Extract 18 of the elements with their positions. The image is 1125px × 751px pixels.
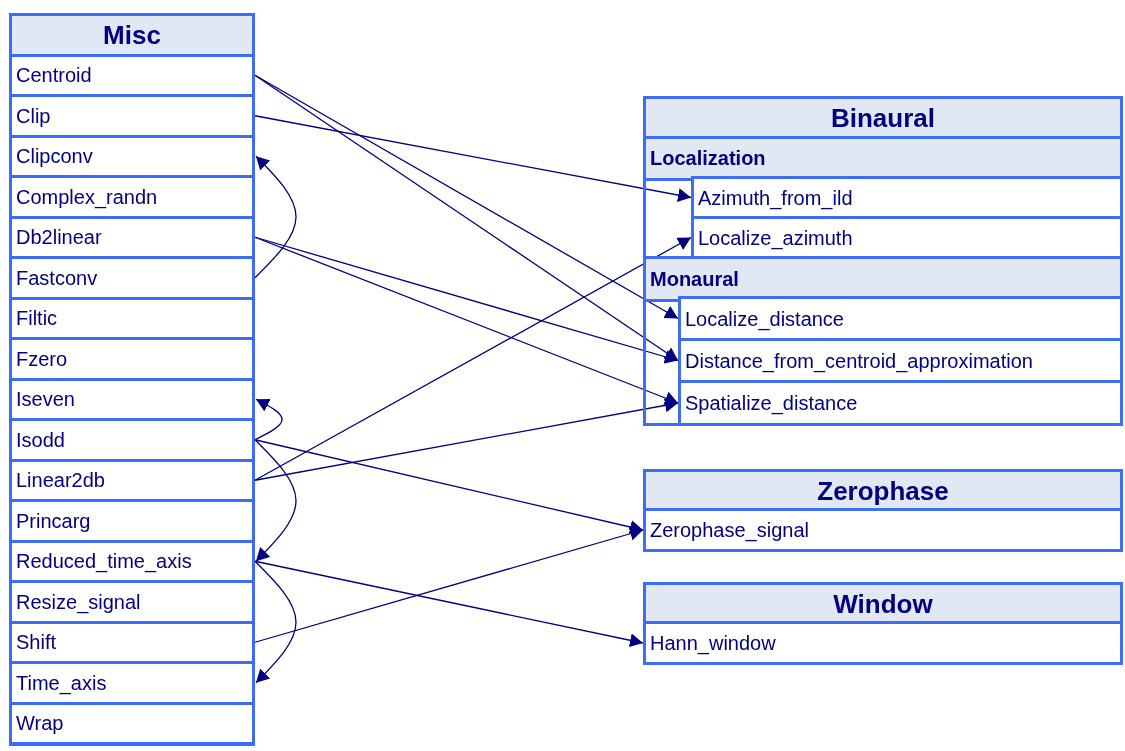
arrow <box>254 398 679 481</box>
class-entry: Azimuth_from_ild <box>691 176 1123 219</box>
arrow <box>254 560 644 648</box>
arrow <box>254 398 283 441</box>
arrow <box>254 526 644 643</box>
package-box <box>643 96 1123 426</box>
package-section <box>643 256 1123 426</box>
class-entry: Localize_distance <box>678 296 1123 341</box>
arrow <box>254 236 679 364</box>
arrow <box>254 236 679 405</box>
arrow <box>254 439 297 562</box>
package-box <box>9 13 255 746</box>
arrow <box>254 439 644 534</box>
arrow <box>254 236 692 481</box>
arrow <box>254 560 297 684</box>
arrow <box>254 115 692 202</box>
arrow <box>254 155 297 279</box>
package-section <box>643 136 1123 259</box>
